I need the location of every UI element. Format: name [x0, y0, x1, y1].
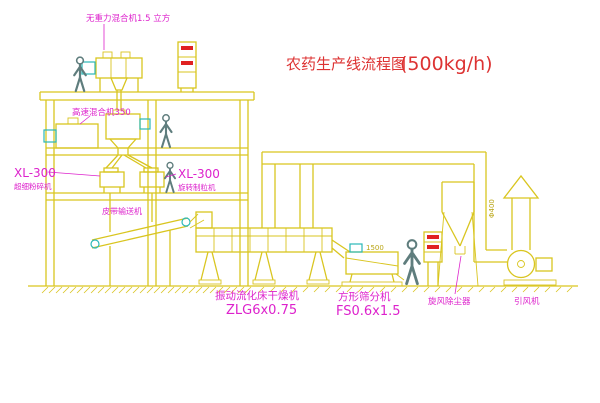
- ground-hatching: [41, 286, 573, 294]
- label-sieve: 方形筛分机: [338, 290, 391, 303]
- fan-motor: [535, 257, 553, 272]
- label-dryer-model: ZLG6x0.75: [226, 303, 297, 318]
- conveyor-pulley: [181, 217, 191, 227]
- worker-figure: [403, 238, 421, 286]
- exhaust-duct: [261, 151, 507, 263]
- label-belt-conveyor: 皮带输送机: [102, 206, 142, 216]
- dim-duct-diameter: Φ400: [488, 199, 496, 218]
- belt-conveyor: [90, 213, 205, 286]
- cabinet-indicator: [181, 46, 193, 50]
- square-sieve: [341, 243, 405, 287]
- label-fan: 引风机: [514, 296, 540, 307]
- fluid-bed-dryer: [195, 211, 351, 285]
- worker-figure: [159, 113, 173, 149]
- ground-line: [28, 285, 578, 294]
- cabinet-indicator: [181, 61, 193, 65]
- dryer-legs: [198, 251, 330, 285]
- label-mill-name: 超细粉碎机: [14, 181, 52, 191]
- diagram-title-capacity: (500kg/h): [400, 53, 493, 75]
- gravity-free-mixer: [81, 51, 143, 110]
- fan-scroll: [506, 249, 536, 279]
- building-frame: [39, 91, 255, 286]
- leader-lines: [47, 24, 462, 295]
- stack-and-fan: [502, 174, 557, 286]
- sieve-inlet: [349, 243, 363, 253]
- cabinet-indicator: [427, 245, 439, 249]
- label-sieve-model: FS0.6x1.5: [336, 304, 401, 319]
- label-granulator-name: 旋转制粒机: [178, 182, 216, 192]
- label-mill-model: XL-300: [14, 166, 56, 180]
- dim-sieve-width: 1500: [366, 244, 384, 252]
- label-high-speed-mixer: 高速混合机350: [72, 107, 131, 118]
- granulators: [99, 148, 165, 232]
- diagram-title: 农药生产线流程图: [286, 55, 406, 73]
- stack-cap: [502, 174, 540, 199]
- mixer-motor: [43, 129, 57, 143]
- control-cabinet-ground: [423, 231, 443, 286]
- feeder-motor: [139, 118, 151, 130]
- label-gravity-free-mixer: 无重力混合机1.5 立方: [86, 13, 170, 24]
- cyclone-separator: [437, 181, 479, 287]
- label-dryer: 振动流化床干燥机: [215, 289, 299, 302]
- high-speed-mixer: [43, 117, 99, 149]
- label-granulator-model: XL-300: [178, 167, 220, 181]
- label-cyclone: 旋风除尘器: [428, 296, 471, 307]
- cabinet-indicator: [427, 235, 439, 239]
- conveyor-pulley: [90, 239, 100, 249]
- dryer-feed-inlet: [195, 211, 213, 229]
- control-cabinet-roof: [177, 41, 197, 92]
- labels: 无重力混合机1.5 立方 农药生产线流程图 (500kg/h) 高速混合机350…: [14, 13, 540, 319]
